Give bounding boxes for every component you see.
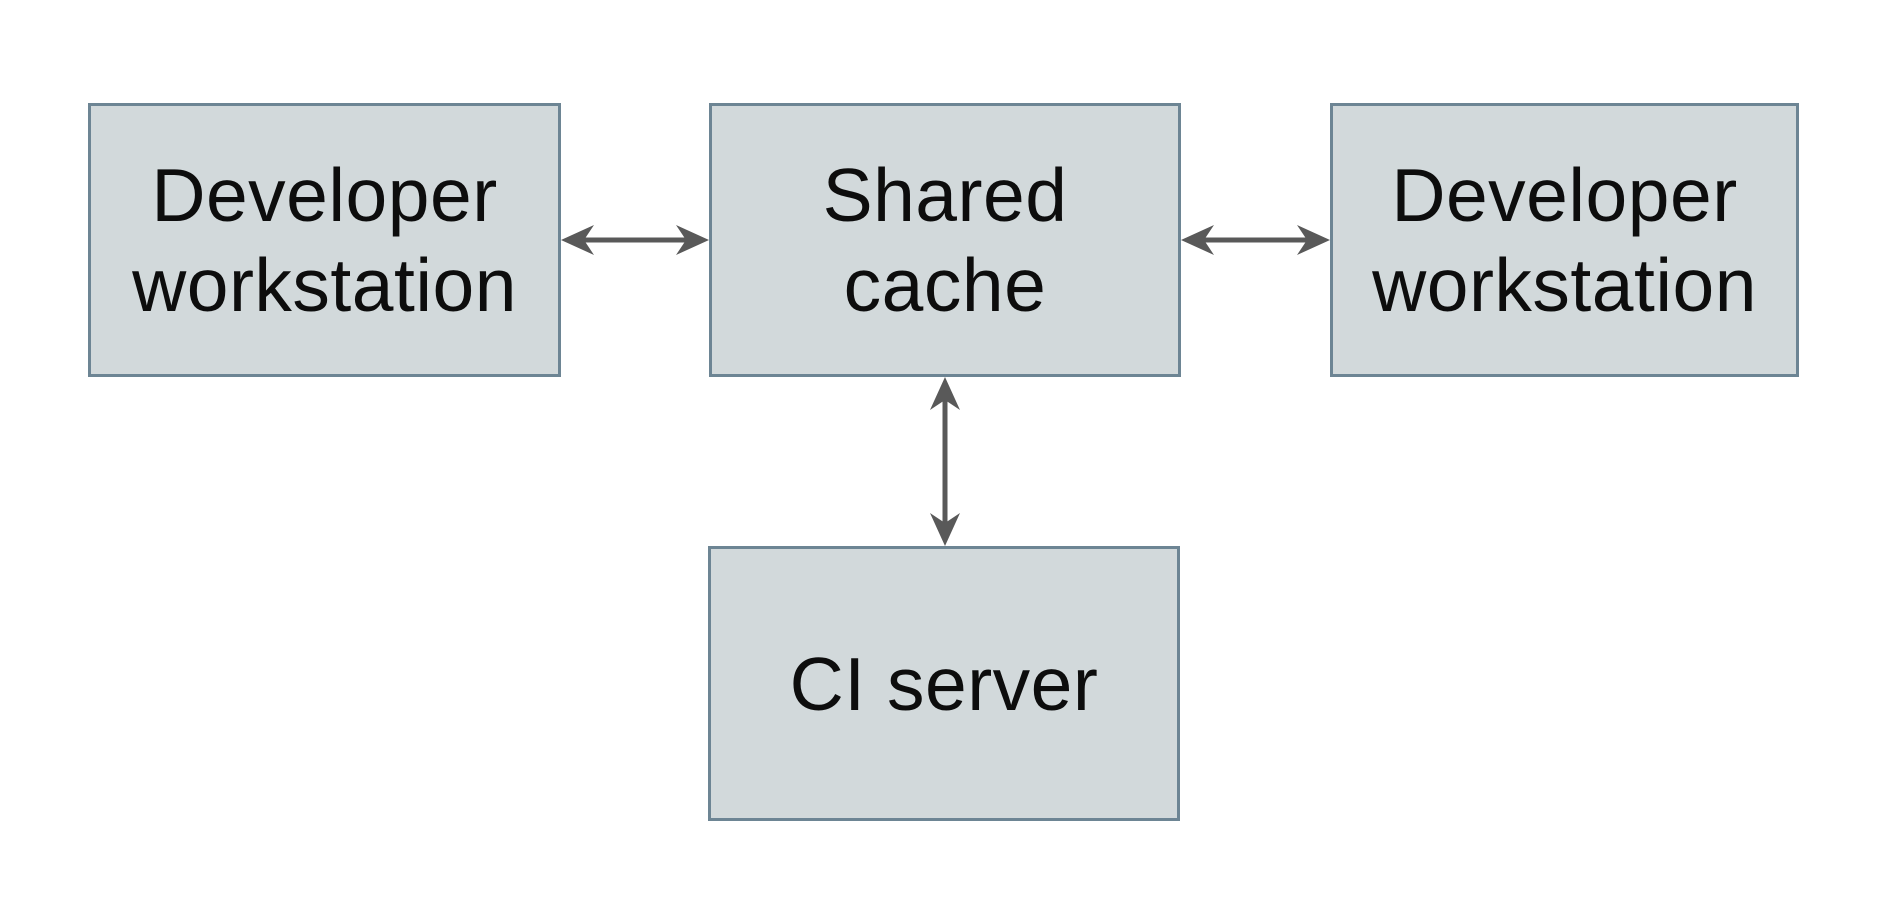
node-label-developer-workstation-left: Developer workstation bbox=[132, 153, 517, 327]
arrowhead-left-icon bbox=[561, 225, 594, 255]
arrow-cache-ci-server bbox=[930, 377, 960, 546]
arrowhead-right-icon bbox=[676, 225, 709, 255]
node-shared-cache: Shared cache bbox=[709, 103, 1181, 377]
arrow-cache-right-workstation bbox=[1181, 225, 1330, 255]
node-developer-workstation-left: Developer workstation bbox=[88, 103, 561, 377]
arrowhead-right-icon bbox=[1297, 225, 1330, 255]
arrowhead-down-icon bbox=[930, 513, 960, 546]
arrowhead-left-icon bbox=[1181, 225, 1214, 255]
node-label-ci-server: CI server bbox=[789, 641, 1099, 726]
arrowhead-up-icon bbox=[930, 377, 960, 410]
node-ci-server: CI server bbox=[708, 546, 1180, 821]
arrow-left-workstation-cache bbox=[561, 225, 709, 255]
node-label-shared-cache: Shared cache bbox=[822, 153, 1068, 327]
node-developer-workstation-right: Developer workstation bbox=[1330, 103, 1799, 377]
node-label-developer-workstation-right: Developer workstation bbox=[1372, 153, 1757, 327]
